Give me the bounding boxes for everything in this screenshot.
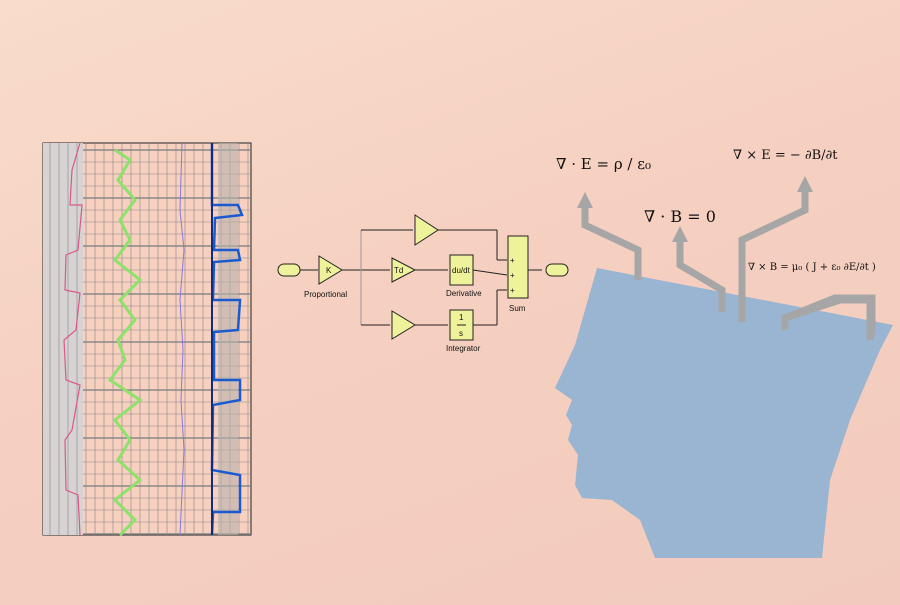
gain-k-text: K <box>326 266 332 275</box>
sum-sign-1: + <box>510 256 515 265</box>
well-log-chart <box>42 142 252 537</box>
blue-curve <box>210 143 244 536</box>
integrator-den: s <box>459 329 463 338</box>
integrator-num: 1 <box>459 313 464 322</box>
sum-sign-3: + <box>510 286 515 295</box>
proportional-label: Proportional <box>304 290 347 299</box>
gauss-law-electric: ∇ · E = ρ / ε₀ <box>556 155 652 173</box>
ampere-maxwell-law: ∇ × B = μ₀ ( J + ε₀ ∂E/∂t ) <box>748 262 876 273</box>
purple-curve <box>179 142 185 536</box>
sum-label: Sum <box>509 304 526 313</box>
pink-curve <box>63 142 83 536</box>
derivative-label: Derivative <box>446 289 482 298</box>
gauss-law-magnetic: ∇ · B = 0 <box>644 207 716 226</box>
pid-block-diagram <box>277 214 569 341</box>
head-silhouette <box>555 268 893 558</box>
sum-sign-2: + <box>510 271 515 280</box>
gain-td-text: Td <box>394 266 403 275</box>
green-curve <box>107 148 143 537</box>
faraday-law: ∇ × E = − ∂B/∂t <box>733 148 838 163</box>
derivative-block-text: du/dt <box>452 266 471 275</box>
integrator-label: Integrator <box>446 344 481 353</box>
arrows <box>581 190 876 340</box>
